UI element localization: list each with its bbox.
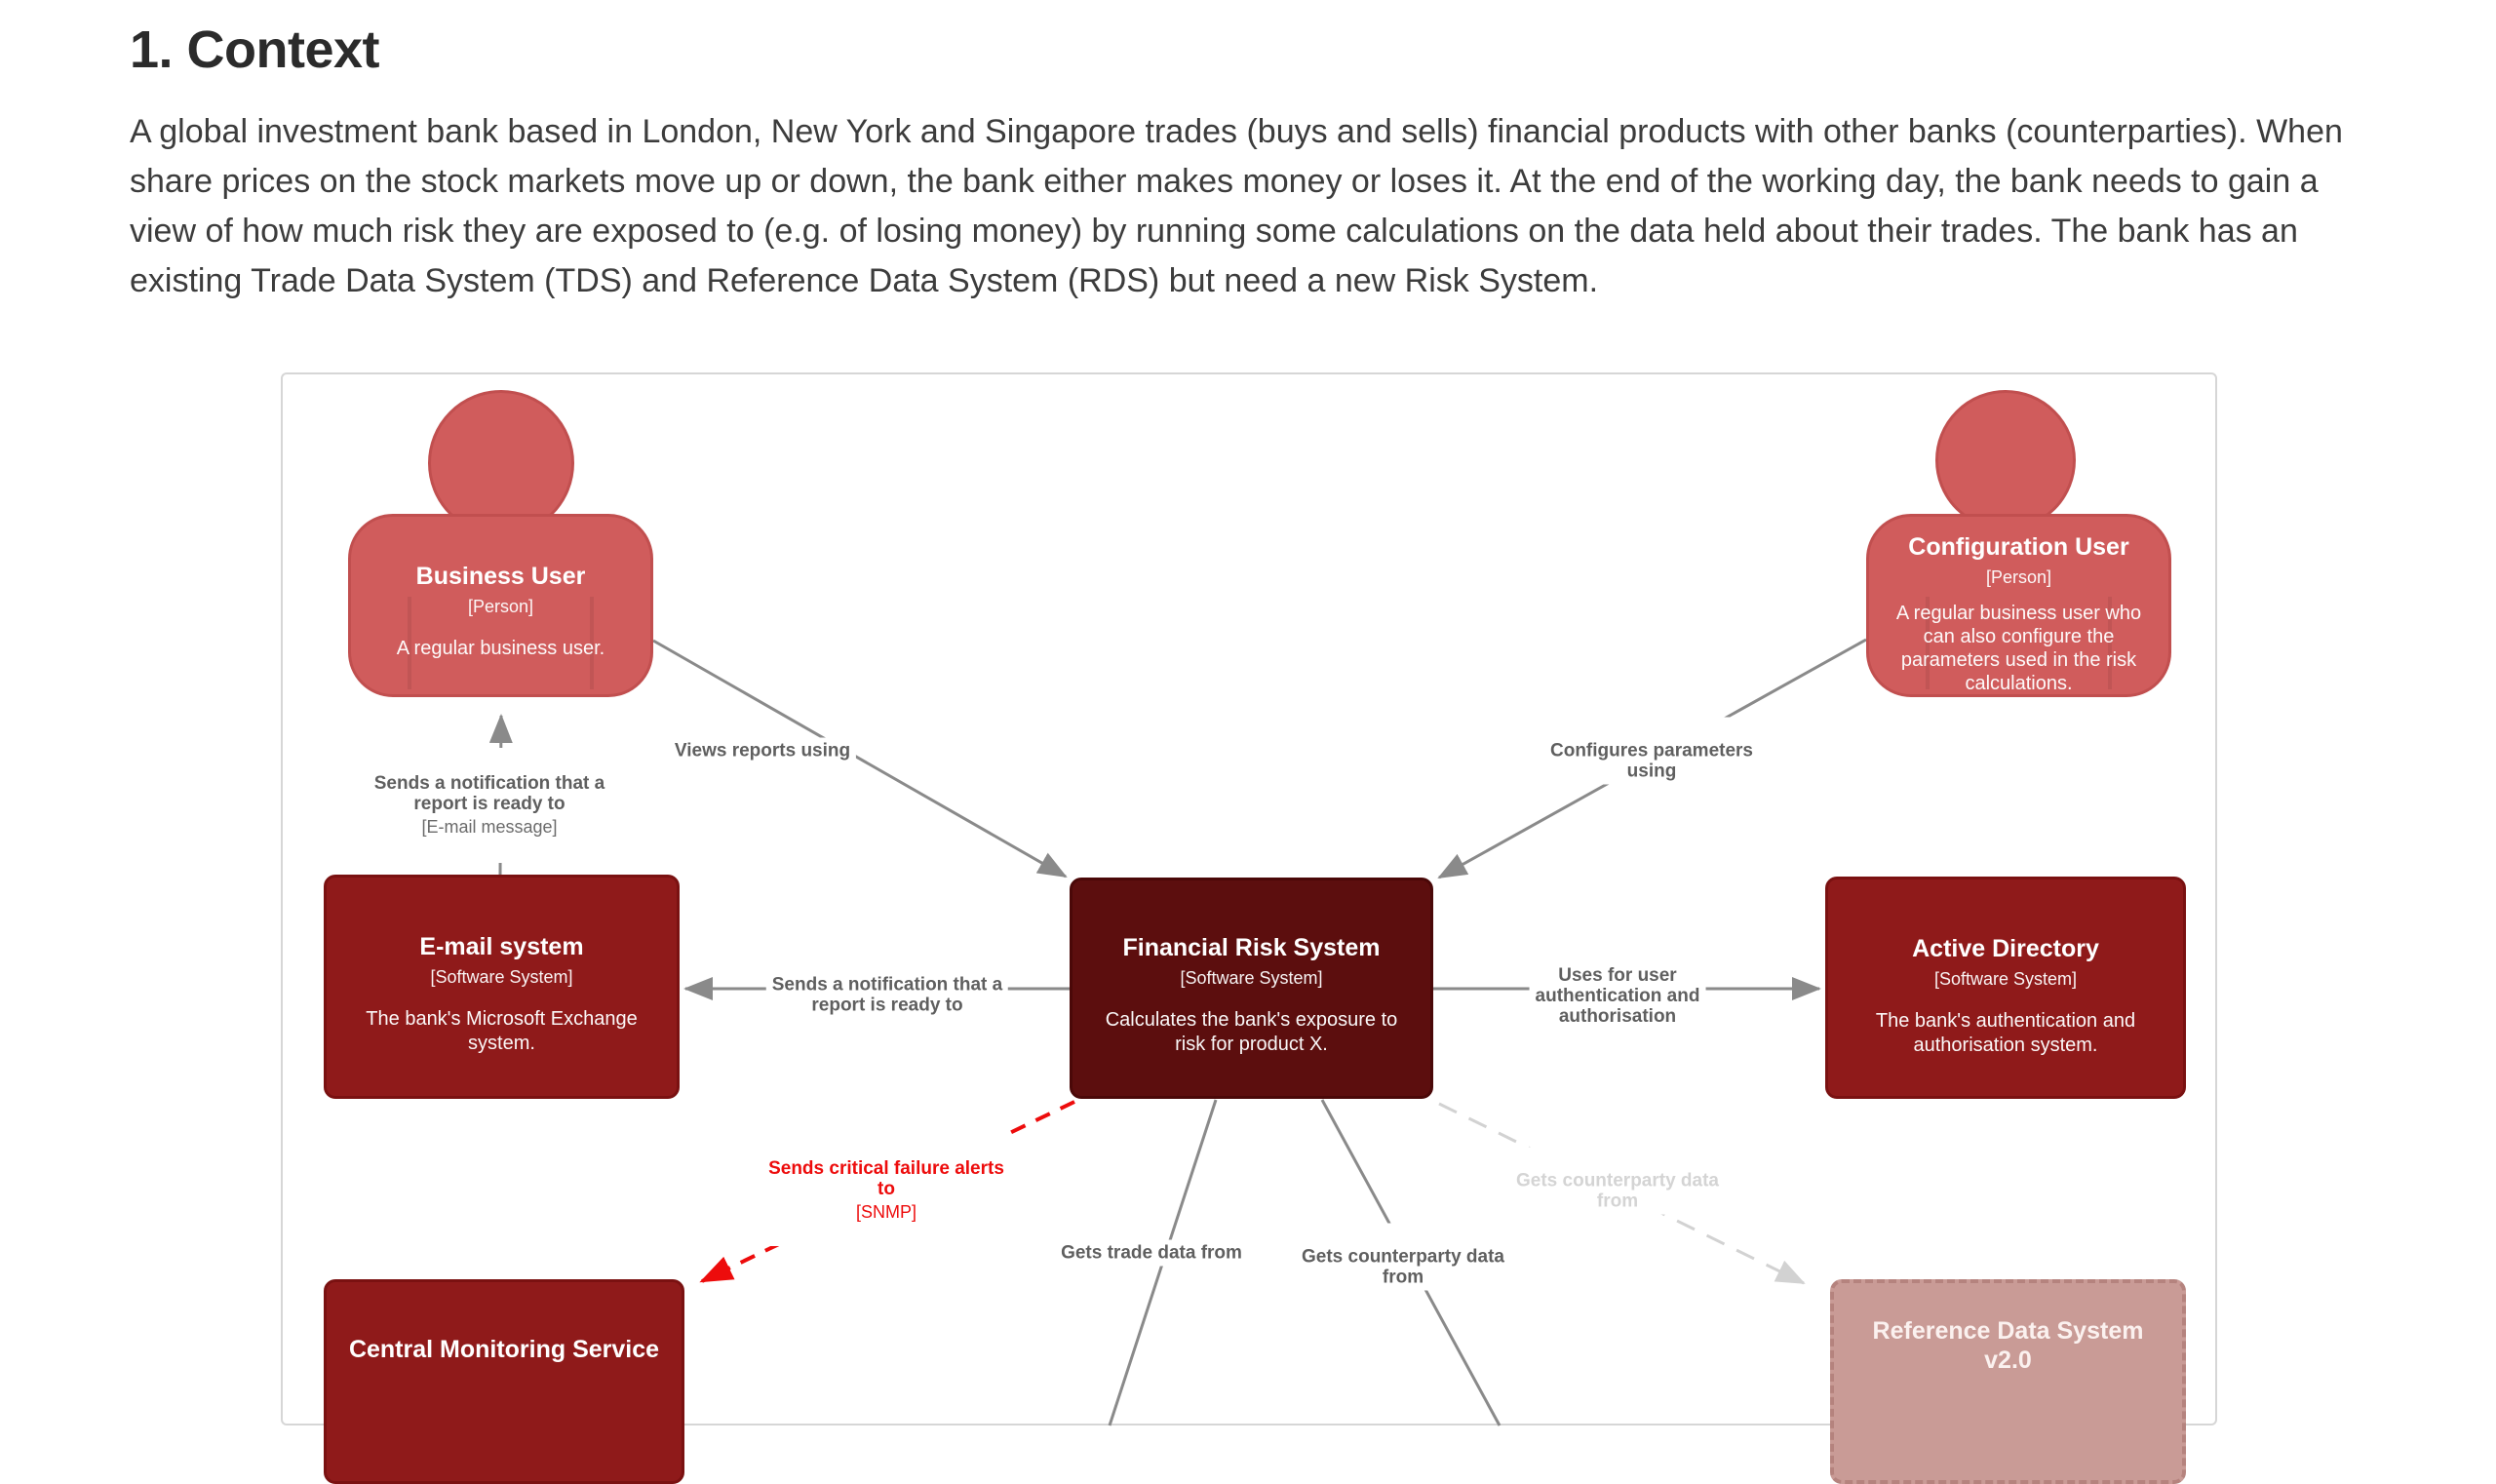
relationship-technology: [E-mail message] xyxy=(421,817,558,837)
node-name: Active Directory xyxy=(1912,935,2099,962)
relationship-label-gets-counterparty-data-v2: Gets counterparty data from xyxy=(1510,1147,1725,1215)
page-title: 1. Context xyxy=(130,20,380,79)
node-name: E-mail system xyxy=(419,933,584,960)
document-section: 1. Context A global investment bank base… xyxy=(130,20,2401,306)
node-description: A regular business user. xyxy=(396,638,605,659)
person-body: Configuration User [Person] A regular bu… xyxy=(1866,514,2171,697)
person-arm-left xyxy=(408,596,411,689)
person-body: Business User [Person] A regular busines… xyxy=(348,514,653,697)
person-arm-right xyxy=(590,596,594,689)
relationship-label-email-to-business-user: Sends a notification that a report is re… xyxy=(368,750,611,861)
node-type: [Person] xyxy=(467,597,534,616)
node-name: Central Monitoring Service xyxy=(348,1336,660,1363)
node-description: A regular business user who can also con… xyxy=(1895,603,2142,694)
relationship-text: Gets counterparty data from xyxy=(1516,1170,1719,1212)
node-financial-risk-system: Financial Risk System [Software System] … xyxy=(1070,878,1433,1099)
relationship-label-frs-to-central-monitoring: Sends critical failure alerts to [SNMP] xyxy=(762,1135,1010,1246)
person-arm-right xyxy=(2108,596,2112,689)
node-version: v2.0 xyxy=(1984,1347,2032,1374)
relationship-label-configures-parameters: Configures parameters using xyxy=(1543,717,1760,785)
relationship-text: Configures parameters using xyxy=(1549,740,1754,782)
node-type: [Software System] xyxy=(430,967,573,987)
node-type: [Person] xyxy=(1985,567,2052,587)
line-frs-to-central-monitoring xyxy=(699,1100,1075,1283)
intro-paragraph: A global investment bank based in London… xyxy=(130,113,2343,299)
relationship-text: Gets counterparty data from xyxy=(1302,1246,1504,1288)
person-head-icon xyxy=(428,390,574,536)
node-type: [Software System] xyxy=(1933,969,2078,989)
relationship-text: Sends a notification that a report is re… xyxy=(373,773,605,814)
node-name: Reference Data System xyxy=(1872,1317,2144,1345)
person-head-icon xyxy=(1935,390,2076,530)
relationship-label-views-reports: Views reports using xyxy=(668,737,857,764)
node-description: The bank's authentication and authorisat… xyxy=(1875,1010,2136,1056)
node-name: Configuration User xyxy=(1908,533,2129,561)
node-description: Calculates the bank's exposure to risk f… xyxy=(1105,1009,1398,1055)
relationship-text: Gets trade data from xyxy=(1061,1242,1242,1264)
relationship-technology: [SNMP] xyxy=(855,1202,916,1222)
relationship-text: Sends critical failure alerts to xyxy=(768,1158,1004,1199)
relationship-label-gets-counterparty-data: Gets counterparty data from xyxy=(1296,1223,1510,1291)
relationship-label-frs-to-active-directory: Uses for user authentication and authori… xyxy=(1529,942,1706,1030)
node-type: [Software System] xyxy=(1180,968,1323,988)
relationship-label-frs-to-email: Sends a notification that a report is re… xyxy=(765,951,1009,1019)
person-arm-left xyxy=(1926,596,1930,689)
context-diagram[interactable]: Views reports using Configures parameter… xyxy=(281,372,2217,1484)
relationship-text: Sends a notification that a report is re… xyxy=(771,974,1003,1016)
line-business-user-to-frs xyxy=(652,639,1068,879)
node-name: Business User xyxy=(415,563,586,590)
node-active-directory: Active Directory [Software System] The b… xyxy=(1825,877,2186,1099)
node-reference-data-system-v2: Reference Data System v2.0 xyxy=(1830,1279,2186,1484)
relationship-text: Uses for user authentication and authori… xyxy=(1535,965,1700,1027)
node-central-monitoring-service: Central Monitoring Service xyxy=(324,1279,684,1484)
node-name: Financial Risk System xyxy=(1122,934,1381,961)
relationship-text: Views reports using xyxy=(674,740,851,762)
node-email-system: E-mail system [Software System] The bank… xyxy=(324,875,680,1099)
relationship-label-gets-trade-data: Gets trade data from xyxy=(1055,1239,1248,1267)
node-description: The bank's Microsoft Exchange system. xyxy=(366,1008,638,1054)
